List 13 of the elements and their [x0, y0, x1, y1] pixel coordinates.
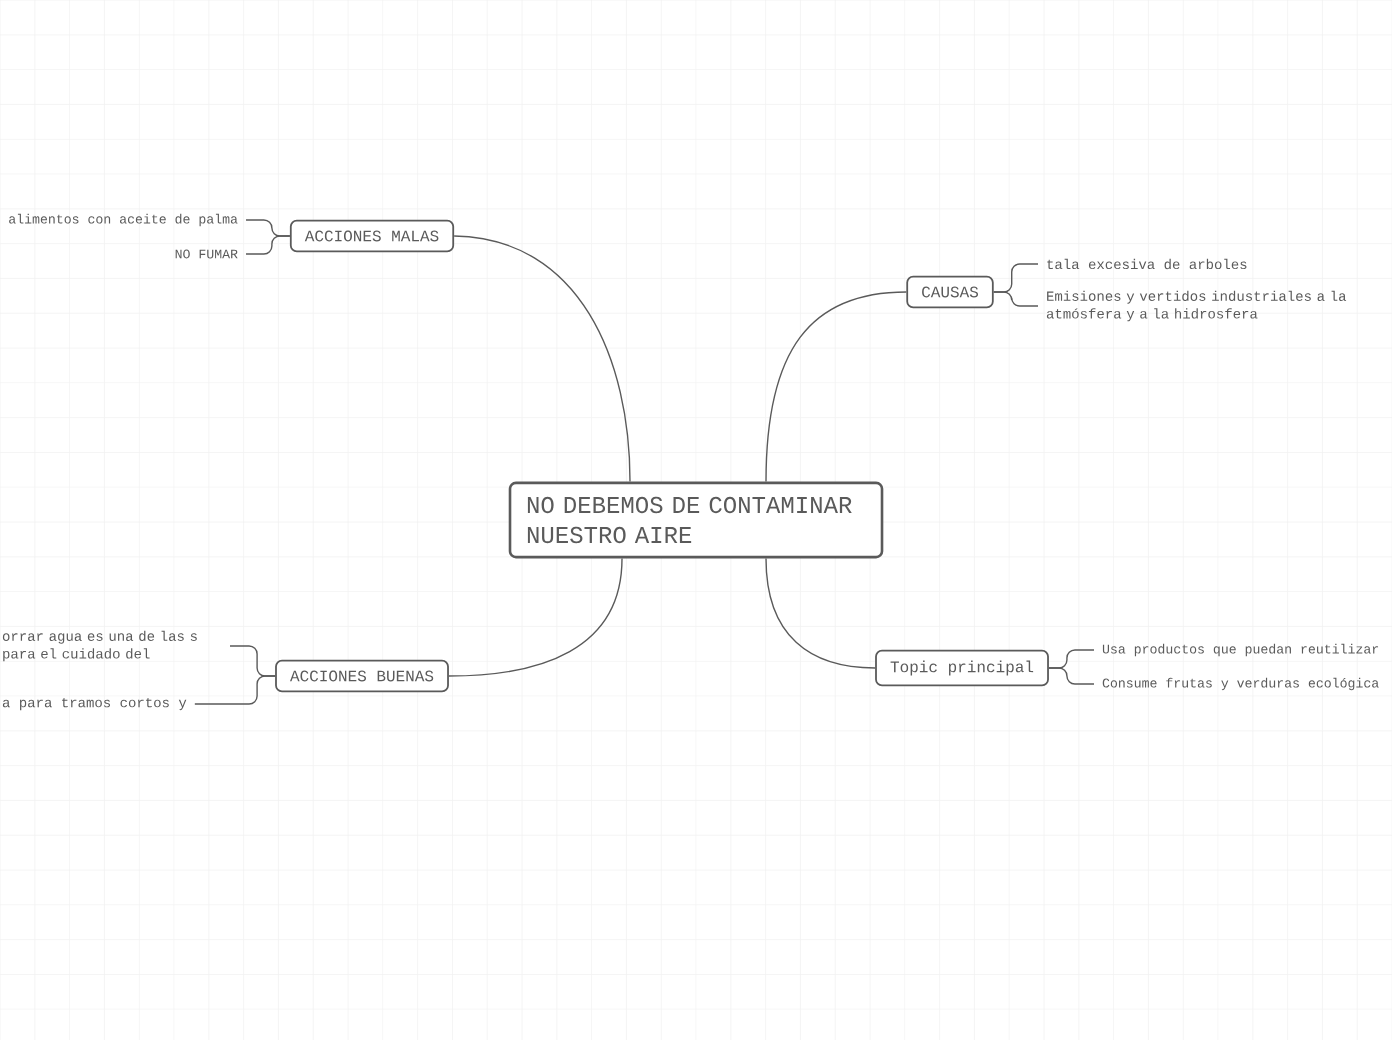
connector-line	[245, 235, 291, 255]
connector-line	[448, 557, 623, 677]
subtopic-box: ACCIONES MALAS	[289, 219, 455, 253]
connector-line	[453, 235, 631, 483]
connector-line	[765, 557, 876, 669]
connector-line	[765, 291, 907, 483]
topic-box: NO DEBEMOS DE CONTAMINAR NUESTRO AIRE	[508, 481, 884, 559]
subtopic-box: ACCIONES BUENAS	[275, 659, 449, 693]
connector-line	[993, 291, 1039, 307]
connector-line	[1048, 667, 1095, 685]
connector-line	[194, 675, 276, 705]
subtopic-box: Topic principal	[875, 649, 1049, 687]
subtopic-box: CAUSAS	[906, 275, 994, 309]
